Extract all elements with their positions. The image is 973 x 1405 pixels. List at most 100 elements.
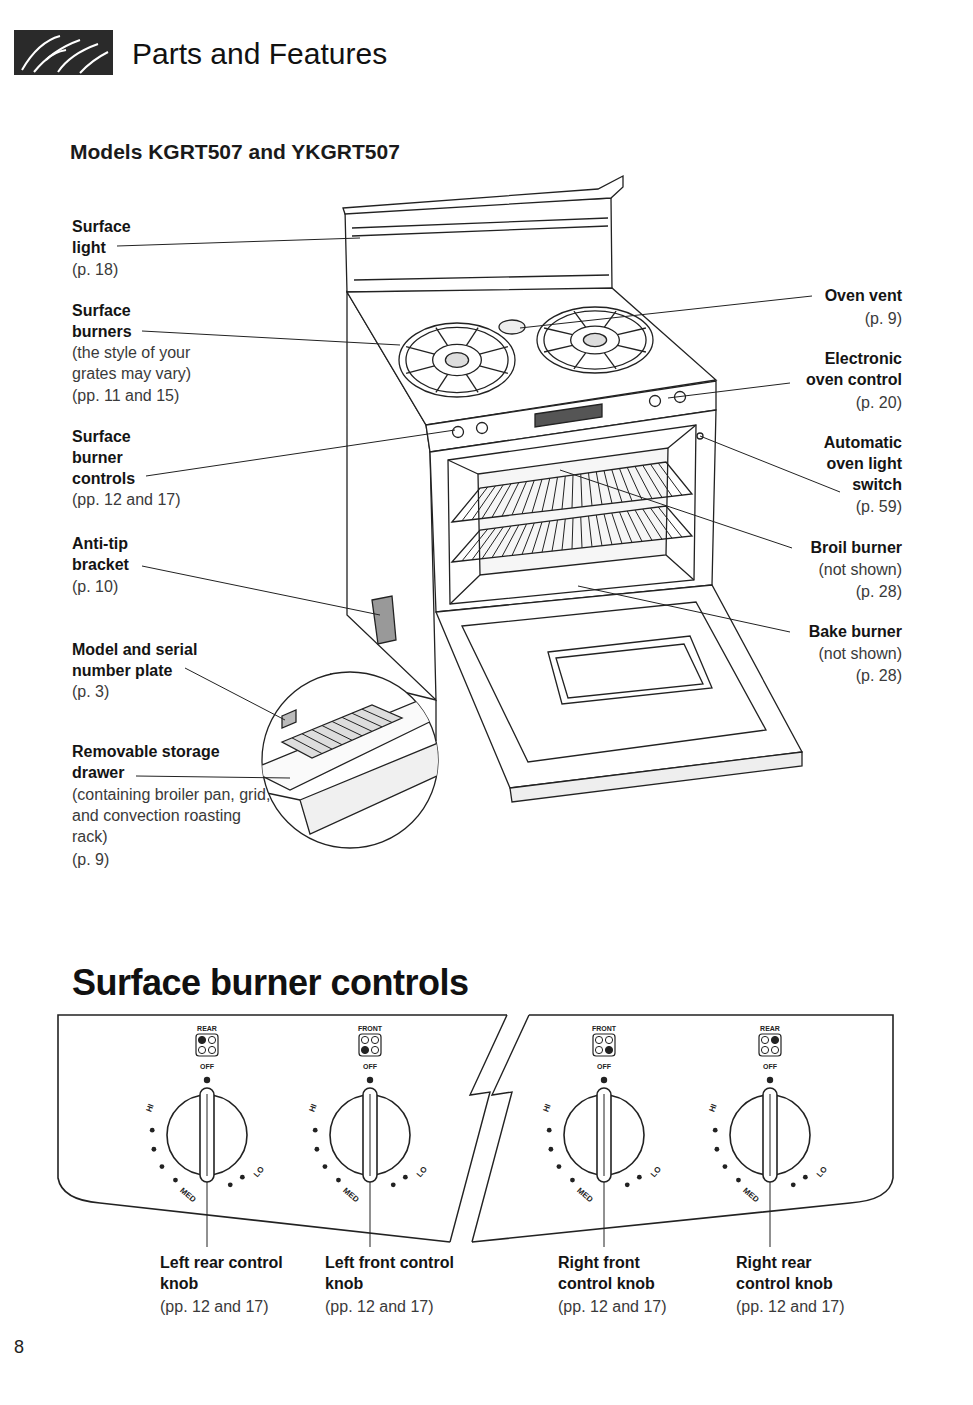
page-title: Parts and Features (132, 36, 387, 72)
knob-label: Right front control knob (558, 1252, 688, 1294)
rack-bar (604, 514, 612, 545)
leader-line (117, 238, 360, 246)
leader-line (185, 668, 285, 720)
leader-line (668, 383, 790, 398)
anti-tip-bracket (372, 596, 396, 644)
knob-setting: HI (307, 1103, 318, 1114)
broiler-grid (352, 713, 382, 727)
leader-line (770, 1182, 771, 1247)
page-reference: (pp. 12 and 17) (736, 1296, 876, 1317)
burner-icon-dot (761, 1036, 768, 1043)
rack-bar (572, 518, 573, 549)
burner-icon-dot (361, 1036, 368, 1043)
callout-label: Surface light (72, 216, 152, 258)
rack-bar (635, 466, 652, 498)
knob-setting: HI (144, 1103, 155, 1114)
broiler-grid (312, 730, 342, 745)
setting-dot (803, 1175, 808, 1180)
page-reference: (pp. 12 and 17) (72, 489, 222, 510)
leader-line (370, 1182, 371, 1247)
burner-icon-dot (198, 1036, 205, 1043)
grate-spoke (574, 311, 586, 327)
knob-setting: OFF (763, 1062, 777, 1071)
knob-setting: LO (252, 1165, 266, 1179)
setting-dot (150, 1128, 155, 1133)
page-reference: (p. 20) (787, 392, 902, 413)
grate-spoke (604, 353, 616, 369)
callout-label: Electronic oven control (787, 348, 902, 390)
control-panel-drawing (58, 1015, 893, 1247)
range-drawing (250, 176, 802, 848)
burner-icon-dot (605, 1036, 612, 1043)
grate-spoke (618, 328, 646, 335)
page-reference: (p. 10) (72, 576, 222, 597)
oven-opening (448, 425, 696, 604)
broiler-grid (332, 721, 362, 735)
callout-label: Oven vent (792, 285, 902, 306)
rack-bar (482, 527, 503, 559)
rack-bar (627, 511, 642, 541)
leader-line (136, 776, 290, 778)
small-knob (650, 396, 661, 407)
rack-bar (596, 515, 602, 546)
page-number: 8 (14, 1336, 44, 1358)
burner-icon (359, 1034, 381, 1056)
page-reference: (p. 9) (792, 308, 902, 329)
off-dot (601, 1077, 607, 1083)
knob-setting: MED (575, 1186, 594, 1204)
knob-setting: HI (707, 1103, 718, 1114)
setting-dot (403, 1175, 408, 1180)
setting-dot (548, 1147, 553, 1152)
knob-setting: MED (178, 1186, 197, 1204)
broiler-grid (292, 738, 322, 754)
rack-bar (502, 525, 519, 557)
rack-bar (532, 479, 542, 512)
oven-rack (452, 506, 692, 562)
rack-bar (589, 516, 593, 547)
rack-bar (562, 476, 565, 509)
page-reference: (p. 9) (72, 849, 222, 870)
off-dot (204, 1077, 210, 1083)
callout-label: Removable storage drawer (72, 741, 242, 783)
backguard-top (343, 176, 623, 214)
oven-door-edge (510, 752, 802, 802)
grate-spoke (604, 311, 616, 327)
drawer-inset-contents (250, 700, 450, 834)
callout-note: (not shown) (782, 643, 902, 664)
page-reference: (p. 28) (782, 581, 902, 602)
oven-display (535, 404, 602, 427)
callout-note: (not shown) (782, 559, 902, 580)
rack-bar (512, 482, 527, 516)
control-panel-outline (58, 1015, 893, 1247)
rack-bar (651, 464, 673, 496)
header-icon-leaf (46, 50, 66, 60)
burner-grate (399, 323, 515, 397)
callout-note: (containing broiler pan, grid, and conve… (72, 784, 277, 847)
header-icon-leaf (58, 44, 98, 72)
rack-bar (522, 523, 534, 554)
knob-setting: OFF (597, 1062, 611, 1071)
oven-rack (452, 462, 692, 522)
rack-bar (572, 475, 573, 508)
burner-icon-dot (595, 1046, 602, 1053)
setting-dot (323, 1164, 328, 1169)
broiler-grid (302, 734, 332, 749)
knob-handle-line (370, 1094, 371, 1176)
burner-position: REAR (760, 1024, 780, 1033)
rack-bar (552, 520, 558, 551)
setting-dot (557, 1164, 562, 1169)
leader-line (604, 1182, 605, 1247)
knob-handle (200, 1088, 214, 1182)
callout-label: Anti-tip bracket (72, 533, 152, 575)
page-reference: (pp. 11 and 15) (72, 385, 222, 406)
setting-dot (714, 1147, 719, 1152)
knob-setting: MED (341, 1186, 360, 1204)
knob-handle (363, 1088, 377, 1182)
knob-body (730, 1095, 810, 1175)
rack-bar (562, 519, 565, 550)
leader-line (142, 566, 380, 615)
header-icon-leaf (80, 52, 108, 73)
setting-dot (713, 1128, 718, 1133)
page-reference: (pp. 12 and 17) (558, 1296, 698, 1317)
setting-dot (173, 1178, 178, 1183)
